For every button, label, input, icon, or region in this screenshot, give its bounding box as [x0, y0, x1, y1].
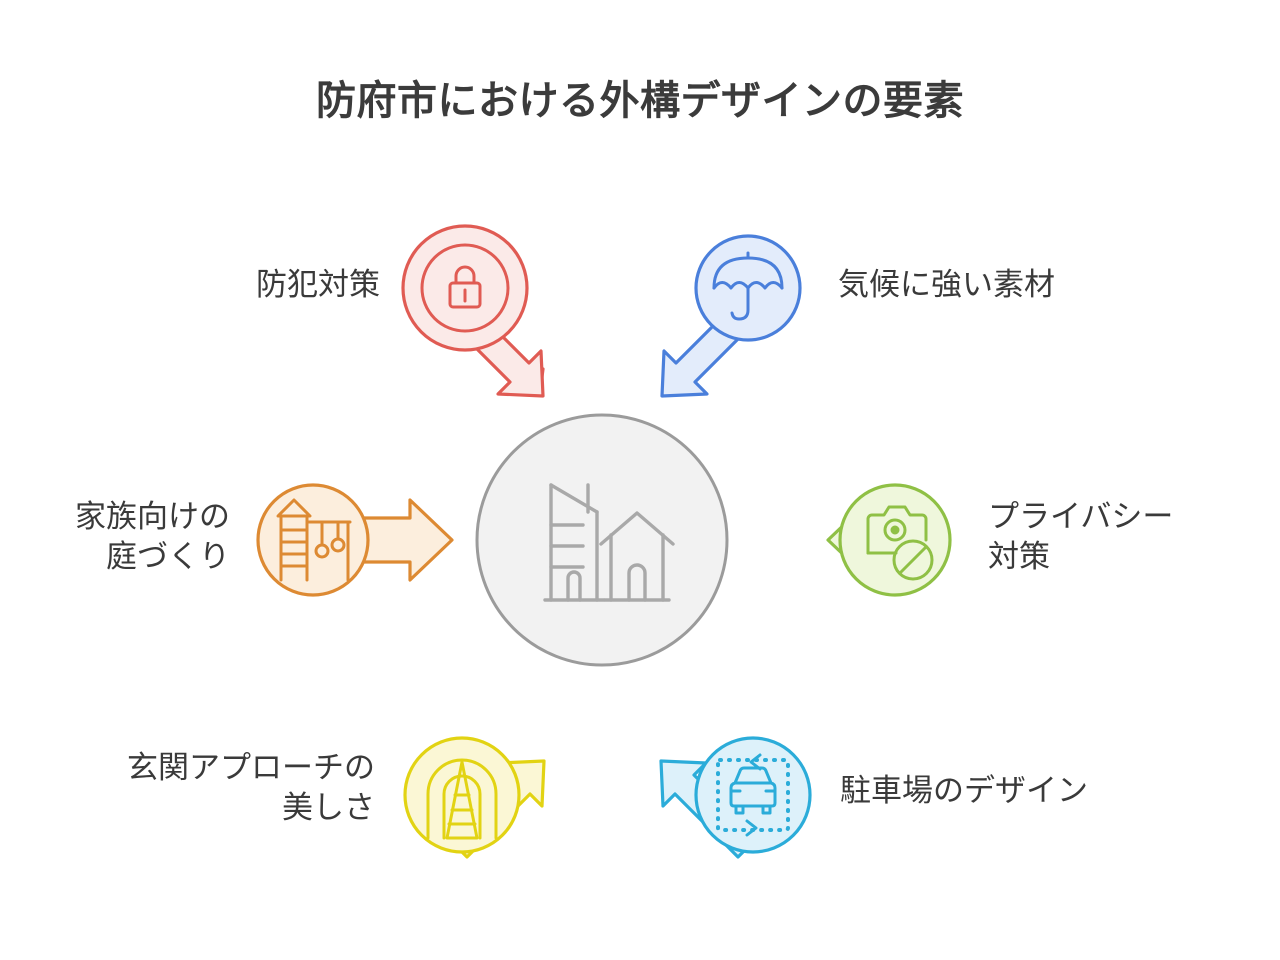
- center-node[interactable]: [475, 413, 729, 667]
- lock-icon: [448, 265, 482, 309]
- label-parking-design: 駐車場のデザイン: [840, 773, 1088, 808]
- node-family-garden[interactable]: [256, 483, 454, 597]
- node-weather-resistant-material[interactable]: [660, 234, 802, 398]
- playground-icon: [276, 498, 352, 582]
- building-house-icon: [543, 483, 675, 602]
- no-camera-icon: [866, 505, 934, 581]
- label-security: 防犯対策: [256, 267, 380, 302]
- node-security[interactable]: [401, 224, 545, 398]
- label-entrance-approach: 玄関アプローチの 美しさ: [127, 750, 375, 826]
- page-title: 防府市における外構デザインの要素: [316, 79, 964, 123]
- label-privacy: プライバシー 対策: [988, 499, 1174, 575]
- security-inner-ring-icon: [420, 243, 510, 333]
- umbrella-icon: [712, 251, 784, 321]
- family-circle: [256, 483, 370, 597]
- parking-car-icon: [716, 753, 790, 837]
- approach-path-icon: [426, 758, 498, 840]
- node-privacy[interactable]: [826, 483, 952, 597]
- label-family-garden: 家族向けの 庭づくり: [75, 499, 230, 575]
- node-entrance-approach[interactable]: [403, 736, 546, 859]
- parking-circle: [694, 736, 812, 854]
- node-parking-design[interactable]: [659, 736, 812, 859]
- label-weather-resistant-material: 気候に強い素材: [838, 267, 1055, 302]
- center-circle: [475, 413, 729, 667]
